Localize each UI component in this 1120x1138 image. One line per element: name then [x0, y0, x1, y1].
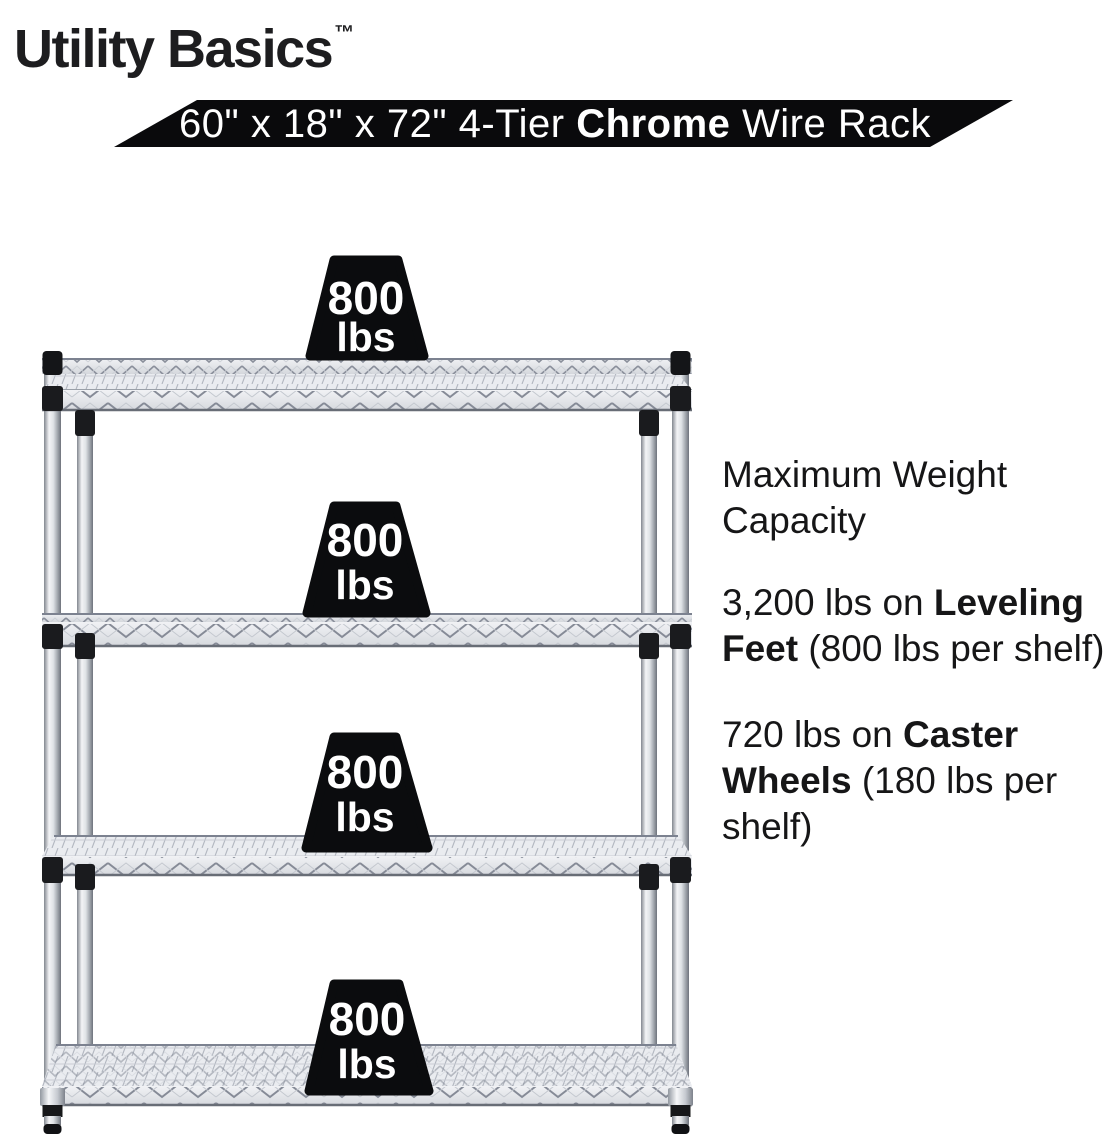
- leveling-feet-capacity: 3,200 lbs on Leveling Feet (800 lbs per …: [722, 580, 1120, 672]
- leveling-foot-right: [668, 1088, 693, 1134]
- capacity-heading: Maximum Weight Capacity: [722, 454, 1008, 541]
- leveling-post: (800 lbs per shelf): [798, 628, 1105, 669]
- capacity-info: Maximum Weight Capacity 3,200 lbs on Lev…: [722, 452, 1120, 850]
- weight-value: 800: [328, 272, 405, 324]
- weight-unit: lbs: [336, 314, 395, 360]
- caster-post: (180 lbs per shelf): [722, 760, 1058, 847]
- caster-pre: 720 lbs on: [722, 714, 904, 755]
- weight-marker-1: 800 lbs: [305, 255, 429, 361]
- weight-marker-3: 800 lbs: [301, 732, 433, 853]
- title-banner: 60" x 18" x 72" 4-Tier Chrome Wire Rack: [114, 100, 1013, 147]
- caster-wheels-capacity: 720 lbs on Caster Wheels (180 lbs per sh…: [722, 712, 1120, 850]
- weight-marker-2: 800 lbs: [302, 501, 431, 618]
- caster-bold: Caster Wheels: [722, 714, 1019, 801]
- weight-marker-4: 800 lbs: [304, 979, 434, 1096]
- rear-posts: [44, 352, 689, 1092]
- trademark-icon: ™: [334, 22, 355, 44]
- weight-value: 800: [329, 993, 406, 1045]
- product-title: 60" x 18" x 72" 4-Tier Chrome Wire Rack: [130, 100, 980, 147]
- shelf-2: [42, 613, 692, 648]
- weight-unit: lbs: [335, 794, 394, 840]
- title-finish: Chrome: [576, 102, 731, 146]
- title-product-type: Wire Rack: [730, 102, 931, 146]
- weight-unit: lbs: [337, 1041, 396, 1087]
- weight-unit: lbs: [335, 562, 394, 608]
- weight-value: 800: [327, 514, 404, 566]
- leveling-bold: Leveling Feet: [722, 582, 1084, 669]
- brand-name: Utility Basics: [14, 19, 334, 79]
- leveling-pre: 3,200 lbs on: [722, 582, 934, 623]
- title-dimensions: 60" x 18" x 72" 4-Tier: [179, 102, 577, 146]
- shelf-connectors: [42, 386, 691, 890]
- leveling-foot-left: [40, 1088, 65, 1134]
- weight-value: 800: [327, 746, 404, 798]
- shelf-1: [42, 358, 692, 412]
- post-caps: [42, 351, 691, 375]
